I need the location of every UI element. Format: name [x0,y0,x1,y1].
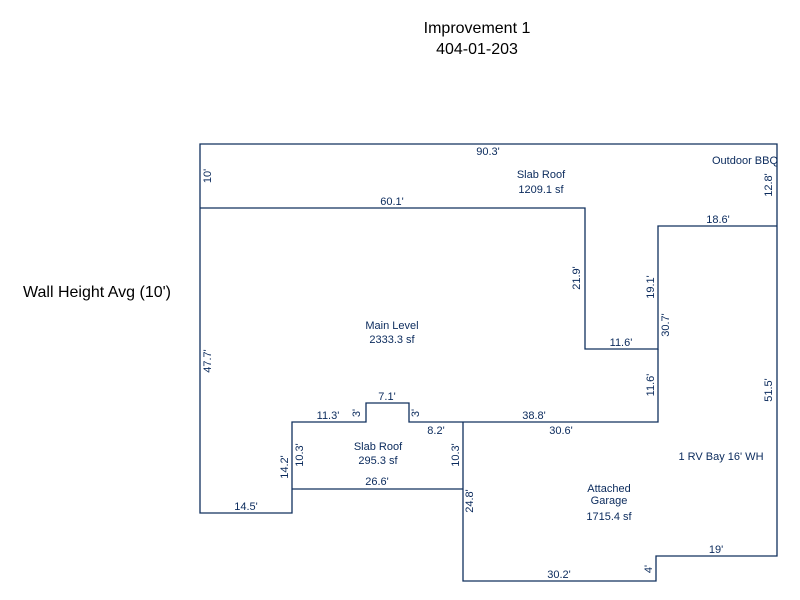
slab-roof-top-outline [199,143,778,226]
dim-right-step-top: 19.1' [645,275,657,299]
wall-height-note: Wall Height Avg (10') [23,284,171,301]
slab-roof-small-label: Slab Roof [354,441,403,453]
dim-seg-30-6: 30.6' [549,425,573,437]
main-level-area: 2333.3 sf [369,334,415,346]
dim-seg-11-3: 11.3' [317,410,340,422]
garage-area: 1715.4 sf [586,511,632,523]
parcel-number: 404-01-203 [436,41,518,58]
dim-garage-left: 24.8' [464,489,476,513]
dim-notch-bottom: 11.6' [610,337,633,349]
dim-top-width: 90.3' [476,146,500,158]
dim-main-top: 60.1' [380,196,404,208]
main-level-label: Main Level [365,320,418,332]
garage-label-line2: Garage [591,495,628,507]
dim-left-main: 47.7' [202,349,214,373]
outdoor-bbq-label: Outdoor BBQ [712,155,778,167]
dim-left-top: 10' [202,169,214,183]
dim-garage-bottom: 30.2' [547,569,571,581]
dim-right-top: 12.8' [763,173,775,197]
sketch-title: Improvement 1 [424,20,531,37]
rv-bay-label: 1 RV Bay 16' WH [678,451,763,463]
dim-bump-right: 3' [410,409,422,417]
dim-seg-38-8: 38.8' [522,410,546,422]
slab-roof-label: Slab Roof [517,169,566,181]
dim-bump-top: 7.1' [378,391,395,403]
dim-slab-left: 10.3' [294,443,306,467]
dim-garage-step: 4' [643,565,655,573]
dim-bbq-bottom: 18.6' [706,214,730,226]
main-level-outline [200,207,777,350]
dim-right-outer: 51.5' [763,378,775,402]
dim-garage-right-bottom: 19' [709,544,723,556]
dim-right-step-low: 11.6' [645,374,657,397]
garage-outline [462,226,778,582]
building-outline [199,143,778,582]
dim-bottom-left: 14.5' [234,501,258,513]
dim-seg-8-2: 8.2' [427,425,444,437]
slab-roof-small-area: 295.3 sf [358,455,398,467]
dim-slab-right: 10.3' [450,443,462,467]
dim-right-step-mid: 30.7' [660,313,672,337]
garage-label-line1: Attached [587,483,630,495]
dim-slab-bottom: 26.6' [365,476,389,488]
dim-notch-vert: 21.9' [571,266,583,290]
dim-outer-14-2: 14.2' [279,455,291,479]
slab-roof-area: 1209.1 sf [518,184,564,196]
main-level-lower-outline [199,208,659,514]
dim-bump-left: 3' [351,409,363,417]
